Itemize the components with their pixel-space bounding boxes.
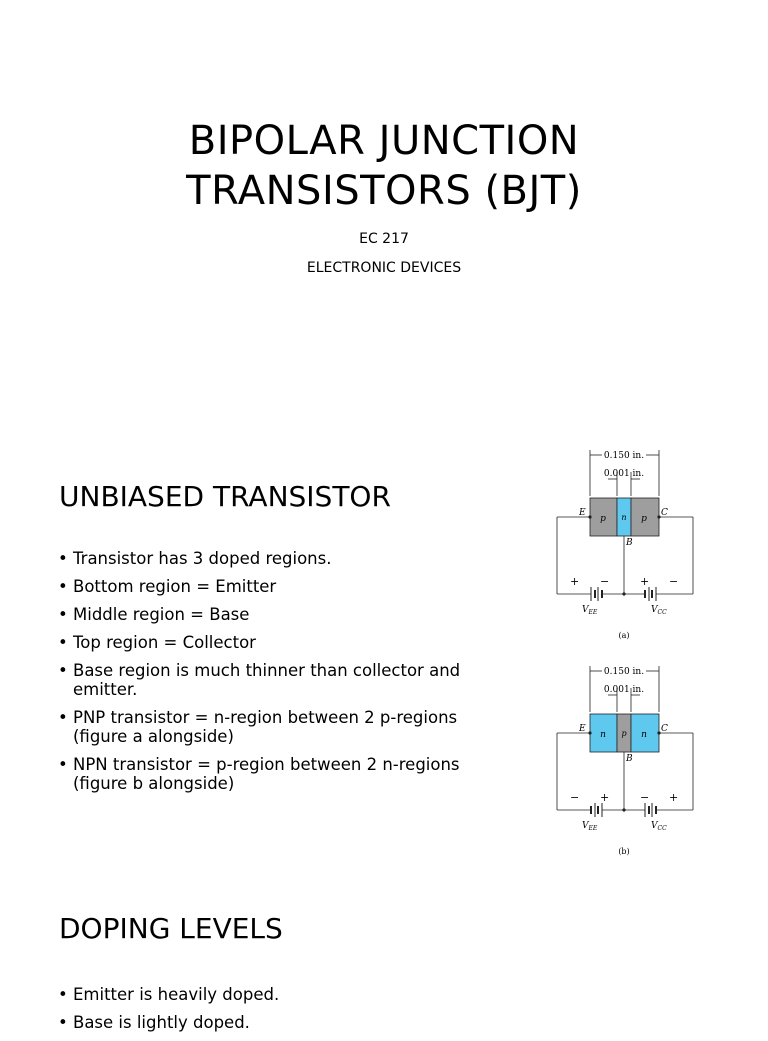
title-slide: BIPOLAR JUNCTION TRANSISTORS (BJT) EC 21… — [0, 0, 768, 400]
vcc-minus-sign: − — [669, 575, 678, 588]
emitter-terminal-label: E — [578, 724, 586, 734]
vcc-plus-sign: + — [669, 791, 678, 804]
bullet-item: Bottom region = Emitter — [58, 577, 493, 596]
base-node — [622, 592, 626, 596]
slide-title: BIPOLAR JUNCTION TRANSISTORS (BJT) — [0, 116, 768, 216]
course-name: ELECTRONIC DEVICES — [306, 260, 462, 276]
emitter-node — [588, 731, 592, 735]
unbiased-bullet-list: Transistor has 3 doped regions. Bottom r… — [58, 549, 493, 802]
emitter-terminal-label: E — [578, 508, 586, 518]
title-line-2: TRANSISTORS (BJT) — [186, 168, 582, 214]
region-right-label: n — [641, 730, 647, 740]
doping-heading: DOPING LEVELS — [59, 912, 283, 945]
collector-terminal-label: C — [661, 508, 668, 518]
vee-battery-symbol — [590, 803, 603, 817]
bullet-item: NPN transistor = p-region between 2 n-re… — [58, 755, 493, 793]
doping-bullet-list: Emitter is heavily doped. Base is lightl… — [58, 985, 493, 1041]
dim-base-label: 0.001 in. — [604, 685, 644, 695]
figure-b-npn: 0.150 in. 0.001 in. n p n E C B — [548, 662, 708, 862]
unbiased-heading: UNBIASED TRANSISTOR — [59, 480, 391, 513]
dimension-lines — [589, 450, 660, 496]
vee-label: VEE — [582, 605, 598, 616]
dim-total-label: 0.150 in. — [604, 451, 644, 461]
region-mid-label: n — [621, 513, 626, 522]
title-line-1: BIPOLAR JUNCTION — [188, 118, 580, 164]
bullet-item: Base is lightly doped. — [58, 1013, 493, 1032]
bullet-item: Base region is much thinner than collect… — [58, 661, 493, 699]
dim-base-label: 0.001 in. — [604, 469, 644, 479]
figure-b-caption: (b) — [618, 847, 629, 856]
vee-plus-sign: + — [570, 575, 579, 588]
region-mid-label: p — [621, 729, 626, 738]
vee-minus-sign: − — [570, 791, 579, 804]
course-code: EC 217 — [359, 231, 409, 247]
collector-node — [657, 731, 661, 735]
collector-node — [657, 515, 661, 519]
pnp-diagram: 0.150 in. 0.001 in. p n p E C B — [556, 450, 694, 640]
collector-terminal-label: C — [661, 724, 668, 734]
bullet-item: Top region = Collector — [58, 633, 493, 652]
vee-battery-symbol — [590, 587, 603, 601]
vee-minus-sign: − — [600, 575, 609, 588]
vcc-plus-sign: + — [640, 575, 649, 588]
bullet-item: Emitter is heavily doped. — [58, 985, 493, 1004]
vcc-minus-sign: − — [640, 791, 649, 804]
vcc-battery-symbol — [644, 587, 657, 601]
vee-plus-sign: + — [600, 791, 609, 804]
bullet-item: Transistor has 3 doped regions. — [58, 549, 493, 568]
dimension-lines — [589, 666, 660, 712]
vcc-label: VCC — [651, 605, 667, 616]
collector-region — [630, 713, 660, 753]
vee-label: VEE — [582, 821, 598, 832]
base-terminal-label: B — [625, 538, 633, 548]
bullet-item: PNP transistor = n-region between 2 p-re… — [58, 708, 493, 746]
circuit-wires — [556, 732, 694, 811]
figure-a-caption: (a) — [618, 631, 629, 640]
bullet-item: Middle region = Base — [58, 605, 493, 624]
dim-total-label: 0.150 in. — [604, 667, 644, 677]
figure-a-pnp: 0.150 in. 0.001 in. p n p E C B — [548, 446, 708, 646]
vcc-label: VCC — [651, 821, 667, 832]
region-left-label: p — [600, 514, 606, 524]
npn-diagram: 0.150 in. 0.001 in. n p n E C B — [556, 666, 694, 856]
region-right-label: p — [641, 514, 647, 524]
region-left-label: n — [600, 730, 606, 740]
base-terminal-label: B — [625, 754, 633, 764]
collector-region — [630, 497, 660, 537]
emitter-node — [588, 515, 592, 519]
vcc-battery-symbol — [644, 803, 657, 817]
base-node — [622, 808, 626, 812]
